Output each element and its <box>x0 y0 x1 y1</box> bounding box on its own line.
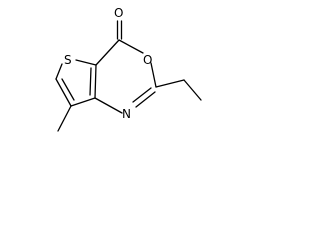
bond-c2-n1 <box>135 91 156 108</box>
sulfur-label: S <box>64 53 72 67</box>
bond-c3a-s <box>75 59 97 66</box>
bond-c4-o3 <box>118 39 144 54</box>
bond-c6-c7 <box>55 78 72 107</box>
bond-c3a-c4 <box>95 39 120 66</box>
carbonyl-oxygen-label: O <box>114 6 123 20</box>
bond-c7a-c3a-inner <box>89 67 92 96</box>
chemical-structure: O S O N <box>55 6 202 132</box>
bond-n1-c7a <box>94 97 123 114</box>
ring-oxygen-label: O <box>143 53 152 67</box>
bond-o3-c2 <box>150 62 157 88</box>
bond-c6-c7-double <box>61 78 75 101</box>
bond-c7a-c3a <box>94 64 97 99</box>
nitrogen-label: N <box>122 107 131 121</box>
bond-c7-c7a <box>70 97 96 107</box>
bond-s-c6 <box>55 63 63 80</box>
ethyl-bond-1 <box>155 79 185 88</box>
methyl-bond <box>57 105 72 132</box>
ethyl-bond-2 <box>183 79 202 101</box>
bond-c2-n1-double <box>132 87 152 103</box>
